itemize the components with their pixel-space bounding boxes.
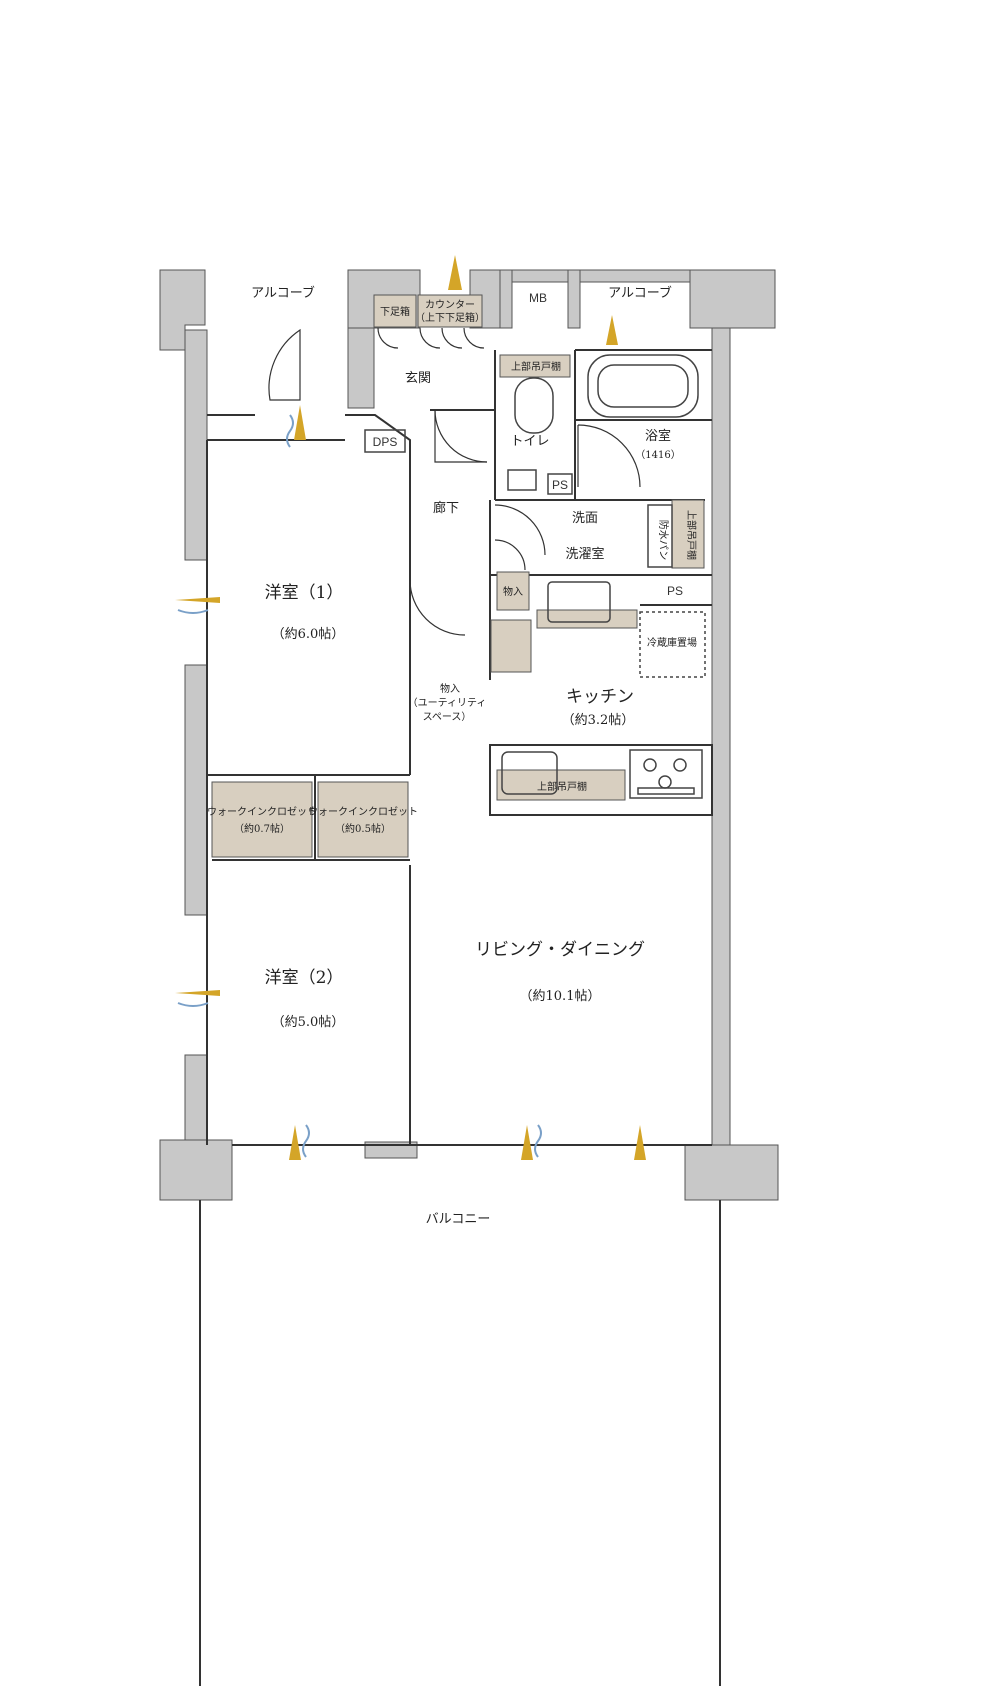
label-washroom: 洗面 [572,511,598,526]
label-toilet-shelf: 上部吊戸棚 [511,360,561,373]
label-wic1: ウォークインクロゼット [207,806,317,818]
wash-upper-shelf [671,499,705,569]
label-kitchen-size: （約3.2帖） [562,713,635,728]
bathtub [587,354,699,418]
label-wash-shelf: 上部吊戸棚 [685,510,698,560]
label-dps: DPS [373,435,398,449]
wic2-box [317,781,409,858]
label-bath-size: （1416） [635,449,680,461]
storage-fills [211,294,705,858]
utility-storage [490,619,532,673]
labels: アルコーブ アルコーブ MB 下足箱 カウンター （上下下足箱） 玄関 DPS … [207,285,698,1227]
label-living-size: （約10.1帖） [520,989,601,1004]
label-mb: MB [529,291,547,305]
washer [547,581,611,623]
label-utility-2: （ユーティリティ [408,697,487,709]
label-room2: 洋室（2） [265,968,344,988]
label-kitchen: キッチン [566,687,634,707]
storage-wash [496,571,530,611]
laundry-shelf [536,609,638,629]
label-alcove-left: アルコーブ [251,285,315,301]
label-room2-size: （約5.0帖） [272,1015,345,1030]
label-storage: 物入 [503,585,523,598]
fridge-zone [639,611,706,678]
label-shoe-box: 下足箱 [380,305,410,318]
doors [268,327,641,636]
wic1-box [211,781,313,858]
kitchen-sink [501,751,558,795]
label-utility-3: スペース） [423,711,472,723]
toilet-bowl [514,377,554,434]
window-markers [175,255,646,1160]
label-balcony: バルコニー [426,1212,491,1227]
label-wic2: ウォークインクロゼット [308,806,418,818]
label-kitchen-shelf: 上部吊戸棚 [537,780,587,793]
toilet-upper-shelf [499,354,571,378]
label-laundry: 洗濯室 [565,546,604,562]
label-counter-1: カウンター [425,299,475,311]
label-wic2-size: （約0.5帖） [335,822,391,835]
label-waterproof-pan: 防水パン [657,520,670,561]
label-fridge: 冷蔵庫置場 [647,636,697,649]
counter-box [417,294,483,328]
label-toilet: トイレ [510,434,549,449]
stove [629,749,703,799]
label-wic1-size: （約0.7帖） [234,822,290,835]
label-bath: 浴室 [645,428,671,444]
label-room1-size: （約6.0帖） [272,627,345,642]
fixtures [364,354,706,799]
label-living: リビング・ダイニング [475,940,645,960]
label-ps-wash: PS [667,584,683,598]
label-alcove-right: アルコーブ [608,285,672,301]
label-counter-2: （上下下足箱） [415,311,485,324]
shoe-box [373,294,417,328]
label-entrance: 玄関 [405,371,431,386]
label-ps-toilet: PS [552,478,568,492]
label-room1: 洋室（1） [265,583,344,603]
kitchen-upper-shelf [496,769,626,801]
label-utility-1: 物入 [440,682,460,695]
label-corridor: 廊下 [433,500,459,516]
